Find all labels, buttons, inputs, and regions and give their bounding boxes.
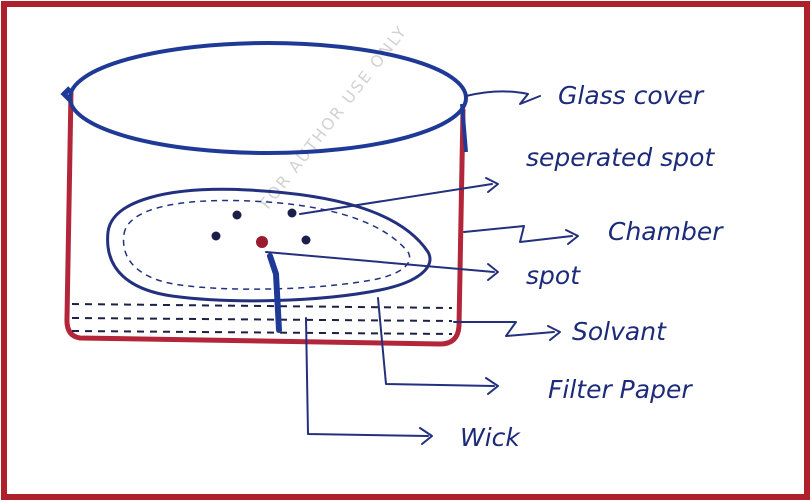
- label-solvent: Solvant: [572, 317, 667, 346]
- solvent-lines: [72, 304, 452, 334]
- outer-frame: [4, 4, 807, 497]
- label-wick: Wick: [460, 423, 521, 452]
- glass-cover: [70, 43, 466, 153]
- label-separated-spot: seperated spot: [526, 143, 715, 172]
- watermark-text: FOR AUTHOR USE ONLY: [256, 22, 411, 213]
- pointer-chamber: [464, 226, 572, 242]
- label-filter-paper: Filter Paper: [548, 375, 693, 404]
- pointer-wick: [306, 318, 428, 436]
- label-spot: spot: [526, 261, 581, 290]
- separated-spot-4: [302, 236, 311, 245]
- separated-spot-2: [288, 209, 297, 218]
- separated-spot-1: [233, 211, 242, 220]
- separated-spot-3: [212, 232, 221, 241]
- origin-spot: [256, 236, 268, 248]
- label-glass-cover: Glass cover: [558, 81, 705, 110]
- pointer-glass-cover: [466, 91, 540, 104]
- label-chamber: Chamber: [608, 217, 724, 246]
- chamber-wall: [67, 92, 463, 344]
- pointer-solvent: [454, 322, 554, 336]
